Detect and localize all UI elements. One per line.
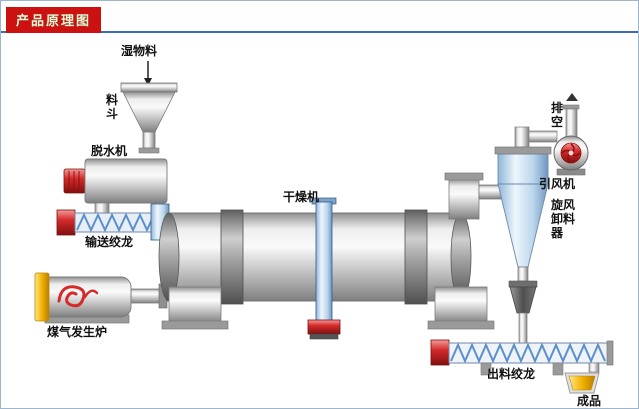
rotary-drum-shape (158, 209, 472, 305)
gas-furnace-shape (34, 272, 168, 324)
label-draft-fan: 引风机 (539, 177, 576, 191)
label-feed-auger: 输送绞龙 (85, 235, 134, 249)
wet-material-arrow (144, 61, 152, 86)
cyclone-airlock (509, 286, 537, 314)
header-divider (1, 31, 638, 33)
drum-outlet-hood (444, 172, 502, 220)
fan-suction-pipe (528, 130, 558, 143)
product-spout (588, 362, 600, 373)
flame-icon (57, 285, 86, 308)
label-dewatering-machine: 脱水机 (91, 144, 128, 158)
label-cyclone-discharger: 旋风卸料器 (551, 198, 576, 240)
exhaust-arrow-icon (566, 93, 578, 101)
riding-ring-right (404, 209, 428, 305)
feed-screw (76, 212, 162, 233)
cyclone-inlet-duct (478, 184, 502, 200)
label-discharge-auger: 出料绞龙 (487, 367, 536, 381)
product-container-shape (564, 372, 600, 394)
cyclone-cone (497, 183, 549, 268)
label-gas-furnace: 煤气发生炉 (47, 325, 108, 339)
label-wet-material: 湿物料 (121, 44, 158, 58)
hopper-shape (120, 82, 178, 154)
discharge-screw (450, 342, 606, 364)
fan-exhaust-pipe (565, 108, 578, 138)
cyclone-exhaust-pipe (514, 126, 530, 148)
drum-supports (161, 286, 495, 330)
discharge-auger-motor (430, 339, 450, 366)
cyclone-drop-tube (518, 312, 528, 346)
draft-fan-shape (553, 93, 589, 176)
feed-auger-motor (56, 209, 76, 236)
furnace-hot-air-pipe (130, 288, 164, 304)
drive-column-shape (307, 197, 341, 340)
label-exhaust: 排空 (550, 101, 563, 129)
product-pile (568, 375, 596, 391)
dewatering-machine-shape (63, 158, 168, 214)
furnace-yellow-column (34, 272, 50, 322)
label-dryer: 干燥机 (283, 190, 320, 204)
discharge-auger-shape (430, 339, 614, 376)
page-title: 产品原理图 (6, 7, 102, 33)
label-hopper: 料斗 (105, 93, 118, 121)
drive-motor (307, 319, 341, 335)
feed-auger-shape (56, 209, 168, 236)
riding-ring-left (220, 209, 244, 305)
label-finished-product: 成品 (577, 394, 602, 408)
cyclone-shape (494, 126, 558, 346)
